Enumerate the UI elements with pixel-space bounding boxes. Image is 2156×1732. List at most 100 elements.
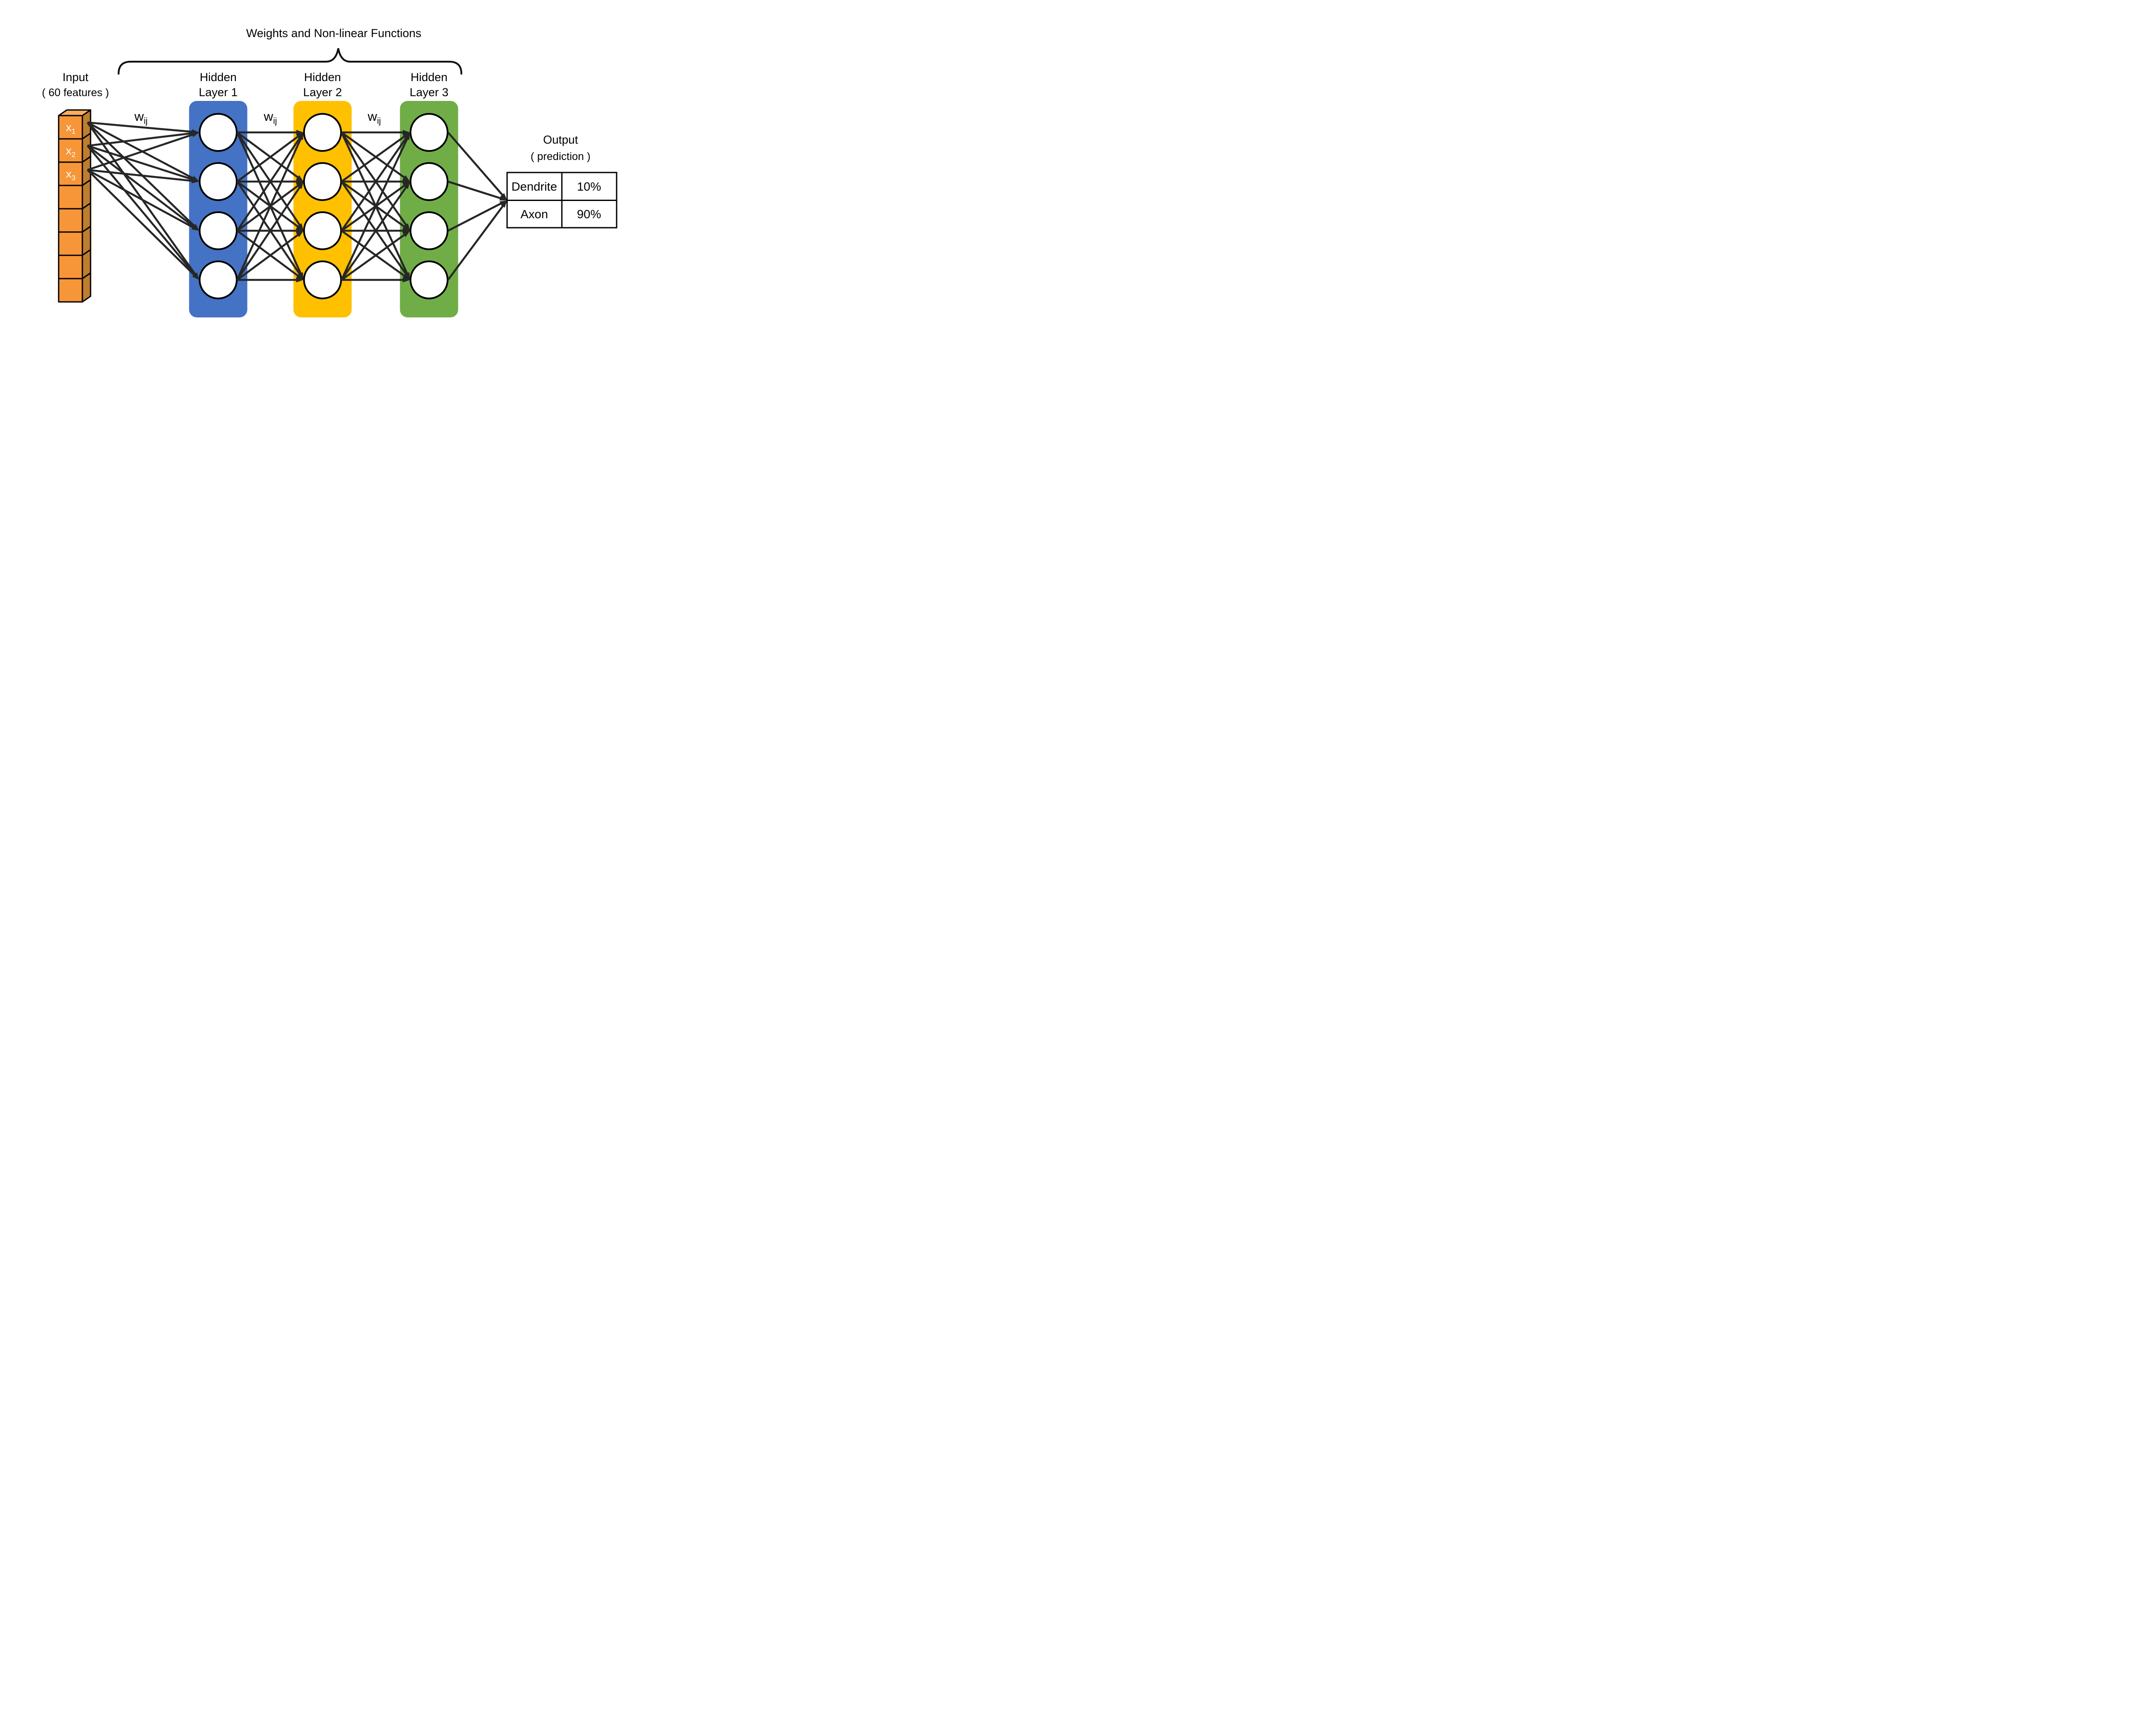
arrowhead-icon	[404, 182, 410, 189]
connection-line	[87, 133, 195, 171]
connection-line	[236, 136, 302, 232]
prediction-class-cell: Dendrite	[511, 180, 557, 193]
input-box-top	[58, 109, 91, 116]
hidden-layer-3-label-line2: Layer 3	[410, 86, 448, 99]
prediction-class-cell: Axon	[520, 207, 548, 221]
neuron	[303, 113, 342, 152]
neuron	[410, 211, 448, 250]
input-box	[58, 231, 83, 256]
arrowhead-icon	[297, 182, 304, 189]
weight-label-1: wij	[134, 110, 148, 126]
input-box	[58, 115, 83, 140]
arrowhead-icon	[296, 231, 304, 237]
input-label: Input ( 60 features )	[42, 71, 109, 99]
neuron	[410, 113, 448, 152]
neuron	[303, 211, 342, 250]
input-label-line2: ( 60 features )	[42, 87, 109, 99]
connection-line	[341, 184, 407, 232]
curly-brace-icon	[117, 48, 463, 75]
connection-line	[447, 201, 503, 232]
arrowhead-icon	[403, 179, 410, 184]
arrowhead-icon	[403, 228, 410, 233]
connection-line	[236, 181, 302, 276]
diagram-canvas: Weights and Non-linear Functions Input (…	[0, 0, 664, 333]
arrowhead-icon	[501, 200, 507, 208]
connection-line	[87, 132, 194, 147]
input-feature-labels: x1 x2 x3	[66, 121, 75, 182]
arrowhead-icon	[402, 224, 410, 231]
arrowhead-icon	[296, 273, 304, 280]
hidden-layer-1-label-line1: Hidden	[200, 71, 237, 84]
neural-network-diagram: Weights and Non-linear Functions Input (…	[42, 27, 617, 317]
neuron	[410, 162, 448, 201]
neuron	[303, 260, 342, 299]
input-box	[58, 185, 83, 210]
connection-line	[87, 121, 194, 133]
connection-line	[236, 132, 303, 276]
connection-line	[87, 121, 195, 180]
hidden-layer-2-panel	[293, 101, 352, 317]
connection-line	[236, 136, 303, 280]
hidden-layer-1-label-line2: Layer 1	[199, 86, 238, 99]
connection-line	[448, 180, 503, 200]
arrowhead-icon	[296, 228, 304, 233]
arrowhead-icon	[403, 277, 410, 282]
hidden-layer-3-panel	[400, 101, 458, 317]
connection-line	[341, 181, 407, 229]
output-label-line1: Output	[543, 133, 578, 146]
arrowhead-icon	[191, 225, 199, 231]
neuron	[410, 260, 448, 299]
arrowhead-icon	[296, 179, 304, 184]
connection-line	[236, 135, 300, 182]
arrowhead-icon	[500, 193, 507, 201]
arrowhead-icon	[296, 224, 304, 231]
connection-line	[87, 169, 195, 229]
weight-label-2: wij	[263, 110, 277, 126]
connection-line	[341, 185, 408, 281]
feature-label-x1: x1	[66, 121, 75, 135]
feature-label-x2: x2	[66, 144, 75, 159]
neurons	[199, 113, 448, 299]
arrowhead-icon	[402, 175, 410, 182]
hidden-layer-panels	[189, 101, 458, 317]
connection-line	[341, 136, 408, 232]
output-label: Output ( prediction )	[531, 133, 591, 163]
neuron	[199, 162, 238, 201]
arrowhead-icon	[192, 273, 199, 280]
neuron	[199, 260, 238, 299]
arrowhead-icon	[403, 130, 410, 135]
input-box	[58, 278, 83, 303]
arrowhead-icon	[296, 130, 304, 135]
connection-line	[341, 132, 408, 227]
connection-line	[236, 233, 300, 281]
arrowhead-icon	[499, 195, 507, 201]
prediction-value-cell: 10%	[577, 180, 601, 193]
arrowhead-icon	[402, 273, 410, 280]
weight-label-3: wij	[367, 110, 381, 126]
input-box	[58, 161, 83, 186]
neuron	[199, 113, 238, 152]
input-feature-column	[58, 109, 91, 303]
input-box	[58, 208, 83, 233]
connection-line	[236, 132, 302, 227]
input-label-line1: Input	[63, 71, 89, 84]
connection-line	[341, 230, 407, 278]
neuron	[199, 211, 238, 250]
prediction-table: Dendrite 10% Axon 90%	[506, 172, 617, 229]
hidden-layer-3-label-line1: Hidden	[411, 71, 448, 84]
connection-line	[341, 135, 407, 182]
connection-arrows	[87, 121, 507, 282]
connection-line	[340, 136, 409, 280]
prediction-value-cell: 90%	[577, 207, 601, 221]
connection-line	[236, 132, 300, 179]
connection-line	[447, 204, 505, 281]
connection-line	[340, 132, 409, 276]
hidden-layer-2-label-line2: Layer 2	[303, 86, 342, 99]
neuron	[303, 162, 342, 201]
arrowhead-icon	[191, 132, 199, 137]
arrowhead-icon	[191, 178, 199, 184]
connection-line	[87, 169, 197, 277]
hidden-layer-2-label-line1: Hidden	[304, 71, 341, 84]
input-box	[58, 254, 83, 279]
connection-line	[341, 233, 407, 281]
